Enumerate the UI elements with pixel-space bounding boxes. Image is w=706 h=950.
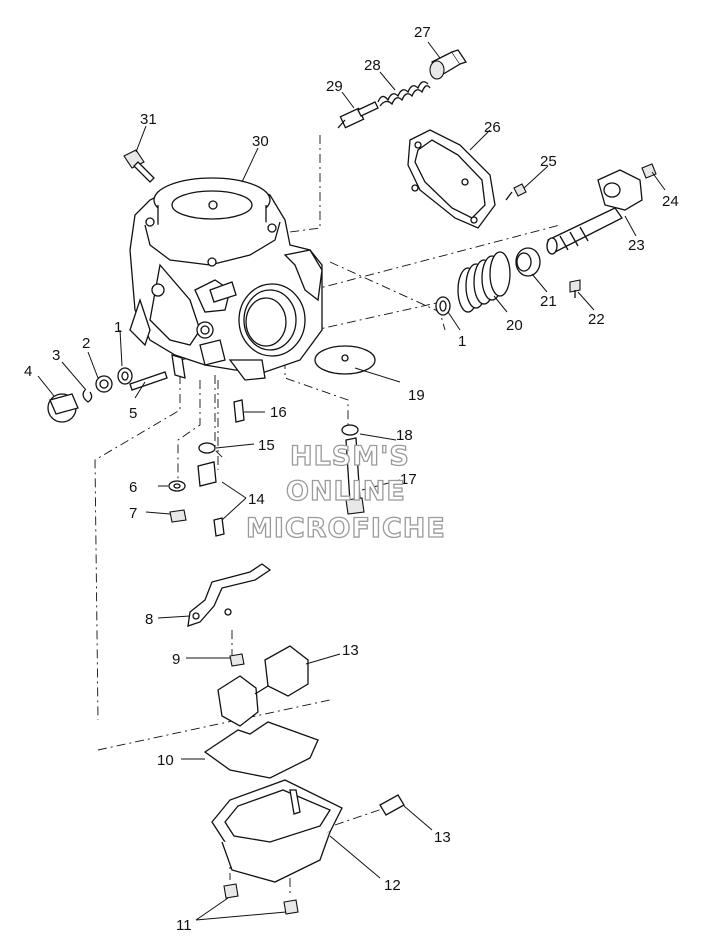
screw-23 [569,279,581,298]
callout-7: 7 [129,505,137,522]
parts-left [47,367,168,423]
callout-3: 3 [52,347,60,364]
callout-1-left: 1 [114,319,122,336]
callout-28: 27 [414,24,431,41]
parts-15-16-17 [197,399,245,537]
callout-9: 9 [172,651,180,668]
callout-15: 14 [248,491,265,508]
screw-26 [505,183,527,201]
needle-30 [337,101,379,129]
bracket-8 [187,563,272,627]
parts-6-7 [168,480,187,523]
leader-lines [37,41,666,921]
diaphragm-20 [314,345,376,375]
callout-12: 12 [384,877,401,894]
callout-5: 5 [129,405,137,422]
screw-9 [229,653,245,667]
cap-28 [429,49,468,80]
callout-16: 15 [258,437,275,454]
screw-13 [379,794,405,816]
callout-13: 13 [434,829,451,846]
screw-32 [123,149,155,183]
callout-4: 4 [24,363,32,380]
callout-19: 18 [396,427,413,444]
bushing-22 [515,247,541,277]
callout-30: 29 [326,78,343,95]
shaft-24 [546,169,643,255]
parts-18-19 [341,424,365,515]
callout-25: 24 [662,193,679,210]
callout-8: 8 [145,611,153,628]
oring-1-right [435,296,451,316]
callout-27: 26 [484,119,501,136]
screws-11 [223,883,299,915]
callout-22: 21 [540,293,557,310]
callout-2: 2 [82,335,90,352]
bowl-12 [211,779,343,883]
callout-14: 13 [342,642,359,659]
watermark: HLSM'S ONLINE MICROFICHE [245,440,446,544]
spring-21 [457,251,511,313]
callout-32: 31 [140,111,157,128]
gasket-10 [203,721,319,779]
callout-18: 17 [400,471,417,488]
watermark-line2: ONLINE [286,476,406,507]
callout-20: 19 [408,387,425,404]
callout-17: 16 [270,404,287,421]
watermark-line3: MICROFICHE [246,513,446,544]
float-14 [217,645,309,727]
carburetor-body [129,177,323,381]
spring-29 [377,81,431,107]
callout-1-right: 1 [458,333,466,350]
callout-6: 6 [129,479,137,496]
callout-23: 22 [588,311,605,328]
callout-26: 25 [540,153,557,170]
watermark-line1: HLSM'S [290,441,410,472]
callout-labels: 27 28 29 31 30 26 25 24 23 22 21 20 1 19… [24,24,679,934]
callout-24: 23 [628,237,645,254]
callout-21: 20 [506,317,523,334]
callout-31: 30 [252,133,269,150]
callout-11: 11 [176,917,192,934]
screw-25 [641,163,657,179]
callout-10: 10 [157,752,174,769]
cover-27 [407,129,496,229]
callout-29: 28 [364,57,381,74]
